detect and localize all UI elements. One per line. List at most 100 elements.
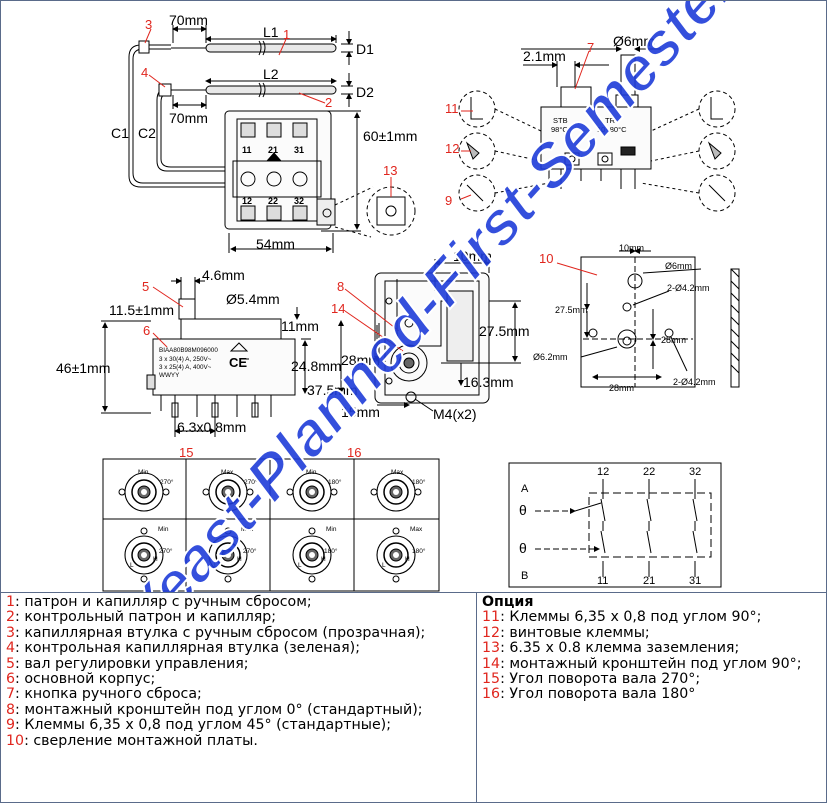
stb-text: STB (553, 116, 568, 125)
knob-max-label: Max (410, 526, 423, 533)
callout-8: 8 (337, 279, 344, 294)
plate-dim-27-5mm: 27.5mm (555, 305, 588, 315)
legend-item: 3: капиллярная втулка с ручным сбросом (… (6, 624, 426, 641)
callout-5: 5 (142, 279, 149, 294)
callout-7: 7 (587, 40, 594, 55)
capillary-dimensions: 70mm L1 L2 D1 D2 C1 C2 70mm 60±1mm 54mm (111, 12, 417, 252)
knob-angle-180: 180° (412, 547, 426, 555)
dim-D1: D1 (356, 41, 374, 57)
capillary-assembly (128, 25, 416, 253)
knob-angle-180: 180° (324, 547, 338, 555)
schematic-terminal-31: 31 (689, 575, 701, 587)
schematic-terminal-11: 11 (597, 575, 608, 587)
knob-angle-270: 270° (243, 547, 257, 555)
legend-item: 7: кнопка ручного сброса; (6, 686, 202, 703)
terminal-21: 21 (268, 145, 278, 155)
callout-16: 16 (347, 445, 361, 460)
plate-dimensions: 10mm Ø6mm 2-Ø4.2mm 27.5mm 28mm Ø6.2mm 28… (533, 243, 716, 393)
plate-dim-10mm: 10mm (619, 243, 644, 253)
legend-item: 12: винтовые клеммы; (482, 624, 650, 641)
knob-min-label: Min (306, 469, 317, 476)
plate-dim-28mm-horizontal: 28mm (609, 383, 634, 393)
callout-10: 10 (539, 251, 553, 266)
knob-max-label: Max (221, 469, 234, 476)
legend-item: 8: монтажный кронштейн под углом 0° (ста… (6, 701, 423, 718)
knob-h-label: H (321, 556, 326, 563)
callout-numbers: 1 2 3 4 5 6 7 8 9 10 11 12 13 14 15 16 (141, 17, 594, 460)
knob-min-label: Min (158, 526, 169, 533)
legend-item: 15: Угол поворота вала 270°; (482, 671, 701, 688)
plate-dim-28mm-vertical: 28mm (661, 335, 686, 345)
legend-options: Опция 11: Клеммы 6,35 x 0,8 под углом 90… (478, 593, 826, 802)
callout-3: 3 (145, 17, 152, 32)
mounting-plate (580, 248, 740, 388)
dim-C1: C1 (111, 125, 129, 141)
legend-item: 2: контрольный патрон и капилляр; (6, 609, 277, 626)
legend-item: 5: вал регулировки управления; (6, 655, 249, 672)
knob-angle-270: 270° (160, 478, 174, 486)
tr-text: TR (605, 116, 616, 125)
schematic-terminal-22: 22 (643, 466, 655, 478)
schematic-terminal-12: 12 (597, 466, 609, 478)
stb-tr-label: STB 98°C TR 10~80°C (551, 116, 627, 134)
rating-label: BIAA80B98M096000 3 x 30(4) A, 250V~ 3 x … (159, 347, 218, 379)
terminal-11: 11 (242, 145, 252, 155)
dim-m4: M4(x2) (433, 406, 477, 422)
dim-C2: C2 (138, 125, 156, 141)
dim-11mm: 11mm (281, 318, 319, 334)
callout-12: 12 (445, 141, 459, 156)
ce-mark-icon: CE (229, 355, 247, 370)
side-view-assembly (458, 46, 736, 212)
rating-line-3: WWYY (159, 372, 180, 379)
dim-54mm: 54mm (256, 236, 295, 252)
bracket-dimensions: 10mm 27.5mm 28mm 16.3mm 15mm M4(x2) (341, 248, 530, 422)
terminal-12: 12 (242, 196, 252, 206)
plate-dim-4-2mm-top: 2-Ø4.2mm (667, 283, 710, 293)
rating-code: BIAA80B98M096000 (159, 347, 218, 354)
dim-70mm-bottom: 70mm (169, 110, 208, 126)
dim-15mm: 15mm (341, 404, 380, 420)
knob-l-label: L (298, 562, 302, 569)
knob-angle-180: 180° (328, 478, 342, 486)
callout-6: 6 (143, 323, 150, 338)
dim-46mm: 46±1mm (56, 360, 110, 376)
callout-9: 9 (445, 193, 452, 208)
knob-min-label: Min (138, 469, 149, 476)
dim-70mm-top: 70mm (169, 12, 208, 28)
dim-28mm: 28mm (341, 352, 380, 368)
callout-11: 11 (445, 101, 459, 116)
rating-line-2: 3 x 25(4) A, 400V~ (159, 364, 212, 371)
knob-l-label: L (382, 562, 386, 569)
callout-14: 14 (331, 301, 345, 316)
knob-h-label: H (153, 556, 158, 563)
legend-item: 6: основной корпус; (6, 671, 156, 688)
dim-4-6mm: 4.6mm (202, 267, 245, 283)
knob-h-label: H (237, 556, 242, 563)
knob-angle-270: 270° (244, 478, 258, 486)
legend-item: 11: Клеммы 6,35 x 0,8 под углом 90°; (482, 609, 762, 626)
callout-4: 4 (141, 65, 148, 80)
knob-min-label: Min (326, 526, 337, 533)
wiring-schematic: 12 22 32 11 21 31 A B θ θ (508, 462, 722, 588)
knob-max-label: Max (391, 469, 404, 476)
knob-h-label: H (405, 556, 410, 563)
side-view-dimensions: 2.1mm Ø6mm (523, 33, 655, 64)
plate-dim-6mm: Ø6mm (665, 261, 692, 271)
schematic-label-a: A (521, 483, 529, 495)
dim-L1: L1 (263, 24, 279, 40)
callout-1: 1 (283, 27, 290, 42)
dim-60mm: 60±1mm (363, 128, 417, 144)
dim-24-8mm: 24.8mm (291, 358, 342, 374)
dim-5-4mm: Ø5.4mm (226, 291, 280, 307)
rating-line-1: 3 x 30(4) A, 250V~ (159, 356, 212, 363)
legend-item: 1: патрон и капилляр с ручным сбросом; (6, 594, 312, 610)
knob-angle-270: 270° (159, 547, 173, 555)
callout-13: 13 (383, 163, 397, 178)
dim-D2: D2 (356, 84, 374, 100)
body-dimensions: 4.6mm 11.5±1mm Ø5.4mm 11mm 46±1mm 24.8mm… (56, 267, 358, 435)
knob-max-label: Max (241, 526, 254, 533)
legend-item: 16: Угол поворота вала 180° (482, 686, 696, 703)
schematic-label-b: B (521, 570, 528, 582)
terminal-32: 32 (294, 196, 304, 206)
